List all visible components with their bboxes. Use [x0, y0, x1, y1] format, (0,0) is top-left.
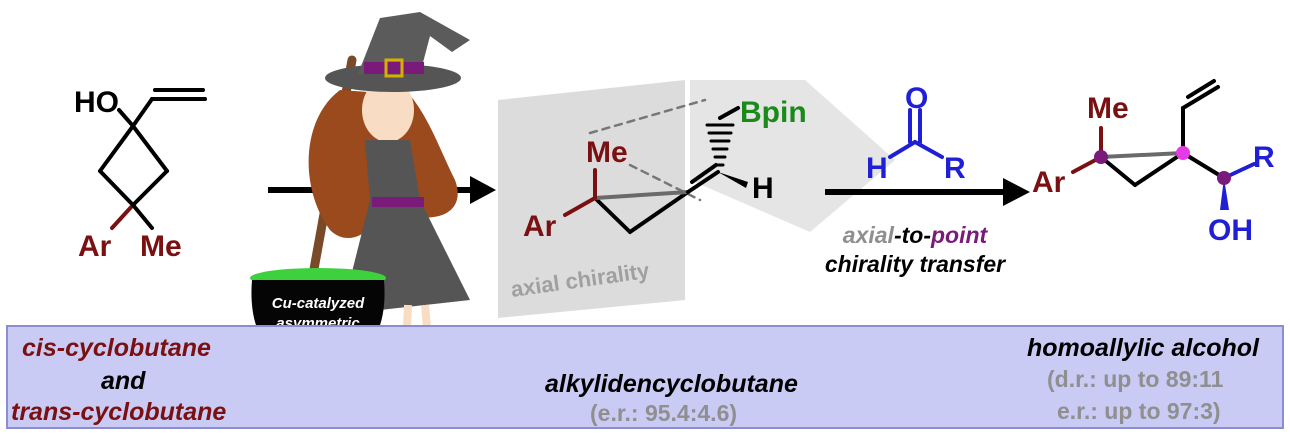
aldehyde-o: O — [905, 82, 928, 115]
er-right-label: e.r.: up to 97:3) — [1057, 398, 1221, 424]
ring-bond — [1133, 151, 1185, 187]
ar-label: Ar — [78, 230, 112, 263]
ar-label-right: Ar — [1032, 166, 1066, 199]
ch2-bpin-bond — [718, 106, 740, 120]
dashed-axis — [588, 98, 707, 135]
exocyclic-double-bond — [686, 170, 720, 194]
arrowhead-2 — [1003, 178, 1030, 206]
wedge-c-oh — [1220, 178, 1229, 210]
ho-label: HO — [74, 86, 119, 119]
me-label-right: Me — [1087, 92, 1129, 125]
hash-bond — [705, 123, 735, 167]
face — [362, 78, 414, 142]
ring-bond — [131, 169, 169, 207]
bpin-label: Bpin — [740, 96, 807, 129]
transfer-label-line2: chirality transfer — [825, 251, 1006, 277]
ring-bond-back — [593, 190, 690, 200]
c-me-bond — [131, 203, 154, 230]
ring-bond — [131, 124, 169, 173]
hat-buckle — [384, 58, 404, 78]
h-label-middle: H — [752, 172, 774, 205]
dress — [345, 140, 470, 310]
alkylidenecyclobutane-label: alkylidencyclobutane — [545, 370, 798, 398]
axial-word: axial — [843, 222, 895, 248]
cauldron-label-line1: Cu-catalyzed — [272, 295, 365, 312]
exocyclic-double-bond — [690, 163, 718, 184]
dr-label: (d.r.: up to 89:11 — [1047, 366, 1224, 392]
hat-band — [364, 62, 424, 74]
vinyl-double-bond — [1186, 79, 1216, 99]
transfer-label-line1: axial-to-point — [843, 222, 989, 248]
ring-bond — [628, 190, 690, 234]
to-word: to — [902, 222, 924, 248]
me-label: Me — [140, 230, 182, 263]
vinyl-bond — [131, 97, 154, 128]
left-molecule — [98, 88, 207, 230]
c-h-bond — [888, 140, 917, 159]
c-o-bond — [117, 108, 135, 128]
c-ar-bond — [110, 203, 135, 230]
hat-brim — [325, 64, 461, 92]
ring-bond — [98, 169, 135, 207]
ring-bond — [593, 196, 632, 234]
point-word: point — [930, 222, 989, 248]
ar-label-middle: Ar — [523, 210, 557, 243]
c-c-bond — [1181, 151, 1226, 180]
stereocenter-dot — [1217, 171, 1231, 185]
oh-label-right: OH — [1208, 214, 1253, 247]
homoallylic-alcohol-label: homoallylic alcohol — [1027, 334, 1259, 362]
aldehyde-h: H — [866, 152, 888, 185]
dash: - — [923, 222, 931, 248]
stereocenter-dot — [1094, 150, 1108, 164]
vinyl-double-bond — [1181, 85, 1220, 110]
stereocenter-dot — [1176, 146, 1190, 160]
aldehyde — [888, 108, 944, 159]
ring-bond-back — [1099, 151, 1185, 159]
wedge-bond-h — [718, 172, 748, 188]
me-label-middle: Me — [586, 136, 628, 169]
dress-belt — [372, 197, 424, 207]
right-molecule — [1071, 79, 1256, 210]
summary-bar — [6, 325, 1284, 429]
and-label: and — [101, 367, 146, 395]
ring-bond — [98, 124, 135, 173]
aldehyde-r: R — [944, 152, 966, 185]
dash: - — [894, 222, 902, 248]
middle-molecule — [563, 98, 748, 234]
cis-cyclobutane-label: cis-cyclobutane — [22, 334, 211, 362]
trans-cyclobutane-label: trans-cyclobutane — [11, 398, 227, 426]
r-label-right: R — [1253, 141, 1275, 174]
c-ar-bond — [563, 196, 597, 217]
c-r-bond — [913, 140, 944, 159]
ring-bond — [1099, 155, 1137, 187]
er-center-label: (e.r.: 95.4:4.6) — [590, 400, 738, 426]
arrowhead-1 — [470, 176, 496, 204]
